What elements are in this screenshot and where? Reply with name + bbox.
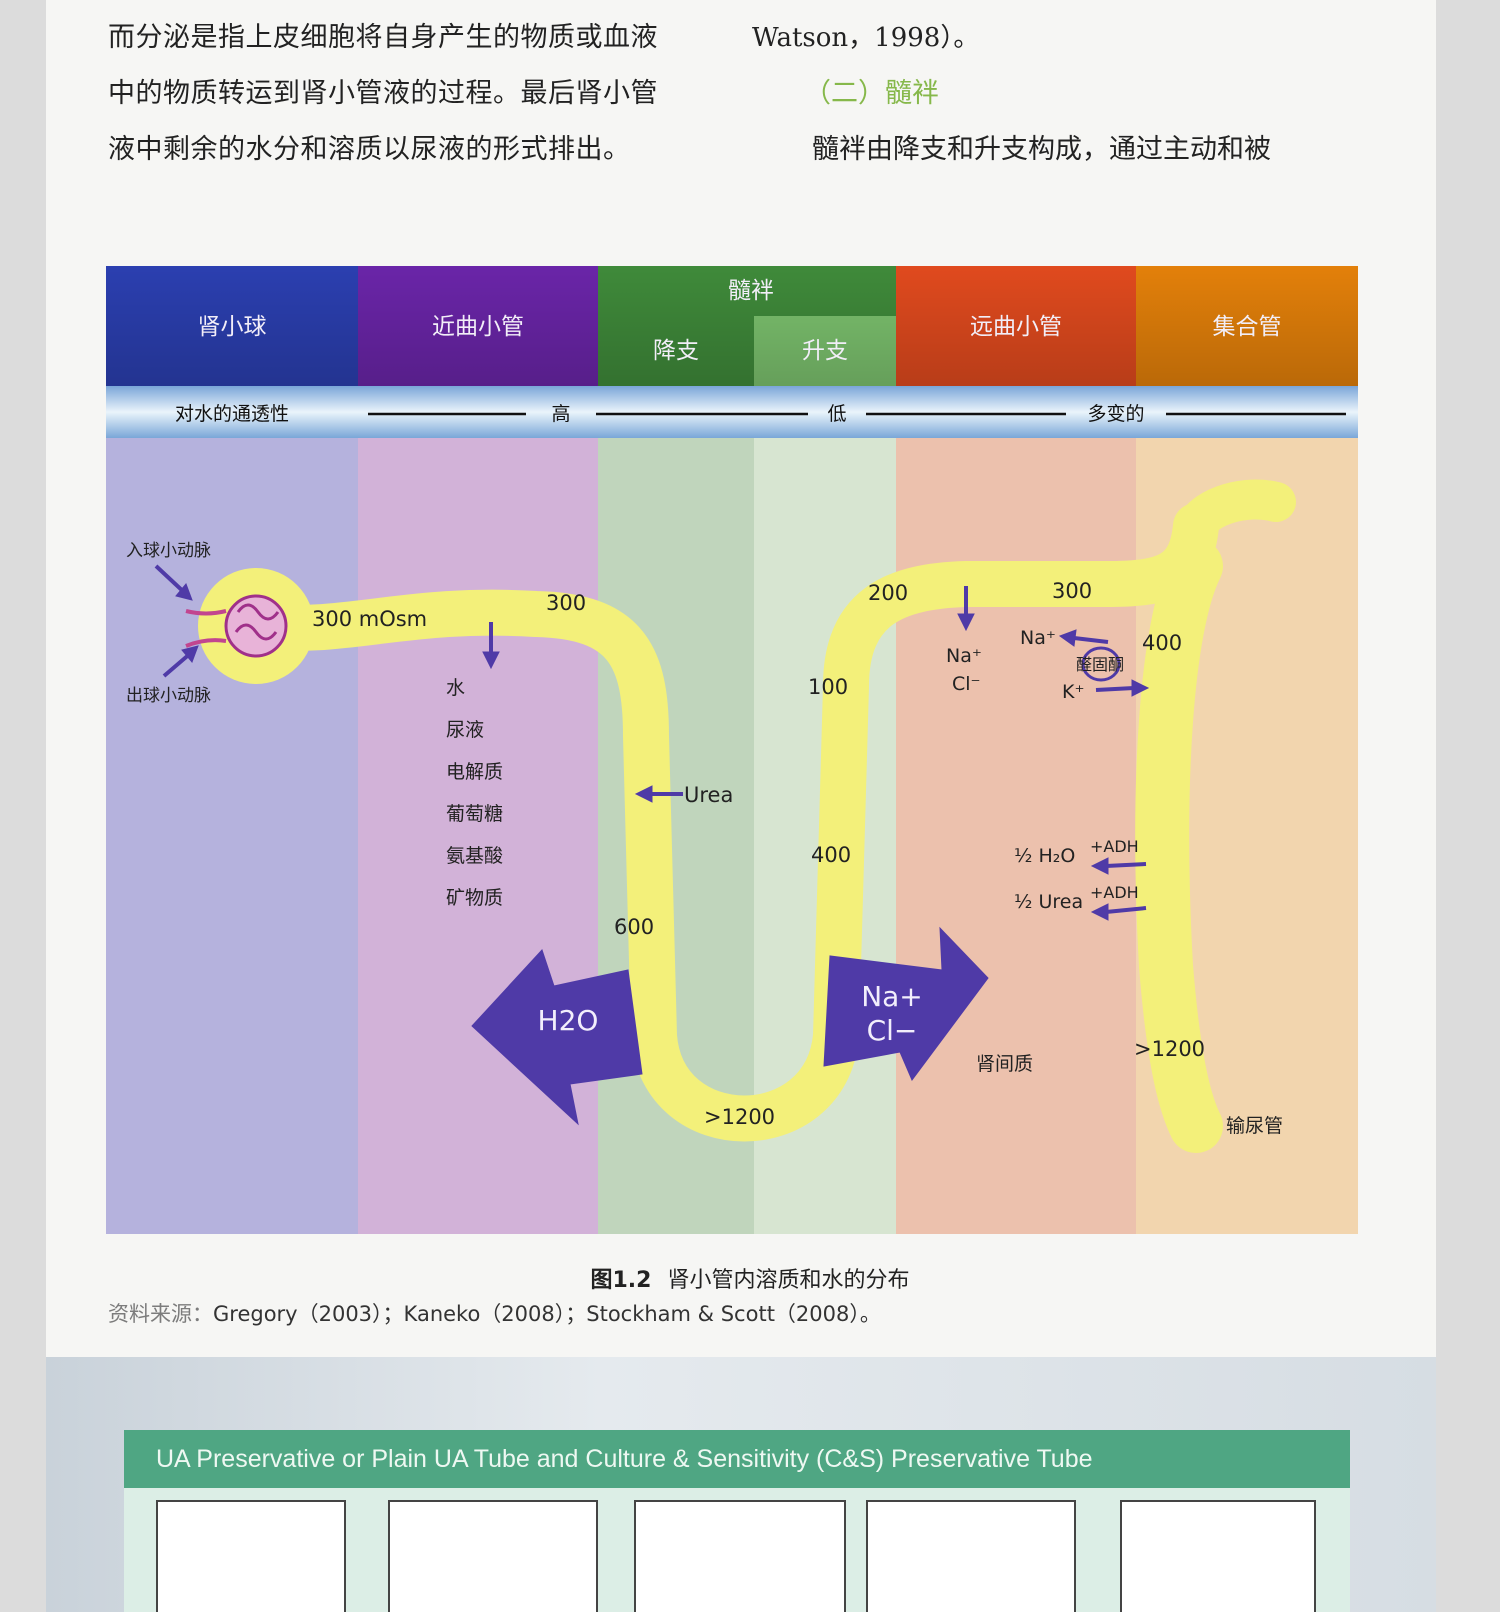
osm-300-pct: 300 (546, 591, 586, 615)
segment-label-ascending: 升支 (802, 338, 848, 364)
reabsorbed-item: 尿液 (446, 719, 484, 741)
arteriole-vessels (185, 609, 227, 648)
efferent-arrowhead (181, 645, 199, 663)
urea-adh-arrowhead (1090, 903, 1109, 921)
zone-dct (896, 438, 1136, 1234)
label-dct-na: Na⁺ (946, 645, 982, 667)
label-cd-k: K⁺ (1062, 681, 1085, 703)
dct-arrowhead (957, 613, 975, 632)
figure-source: 资料来源：Gregory（2003）；Kaneko（2008）；Stockham… (108, 1298, 881, 1328)
section-heading: （二）髓袢 (804, 78, 939, 109)
intro-paragraph-left: 而分泌是指上皮细胞将自身产生的物质或血液 中的物质转运到肾小管液的过程。最后肾小… (108, 10, 708, 178)
source-text: Gregory（2003）；Kaneko（2008）；Stockham & Sc… (213, 1302, 881, 1326)
segment-label-collecting: 集合管 (1213, 314, 1282, 340)
citation-line: Watson，1998）。 (752, 23, 980, 53)
label-half-urea: ½ Urea (1014, 891, 1083, 913)
segment-label-descending: 降支 (653, 338, 699, 364)
figure-caption: 图1.2 肾小管内溶质和水的分布 (0, 1262, 1500, 1294)
segment-label-loop: 髓袢 (728, 278, 774, 304)
urea-adh-arrow (1105, 906, 1147, 914)
header-shade (106, 266, 1358, 386)
label-afferent: 入球小动脉 (126, 541, 211, 561)
label-half-h2o: ½ H₂O (1014, 845, 1075, 867)
segment-label-pct: 近曲小管 (432, 314, 524, 340)
zone-pct (358, 438, 598, 1234)
tubule-body (233, 503, 1219, 1142)
osm-100: 100 (808, 675, 848, 699)
osm-300-dct: 300 (1052, 579, 1092, 603)
ua-title-bar: UA Preservative or Plain UA Tube and Cul… (124, 1430, 1350, 1488)
reabsorbed-item: 电解质 (446, 761, 503, 783)
ua-step-panel (156, 1500, 346, 1612)
ua-step-panel (388, 1500, 598, 1612)
label-ureter: 输尿管 (1226, 1115, 1283, 1137)
collecting-duct (1135, 539, 1223, 1153)
intro-line: 而分泌是指上皮细胞将自身产生的物质或血液 (108, 22, 658, 53)
k-secrete-arrowhead (1131, 679, 1150, 697)
reabsorbed-item: 水 (446, 677, 465, 699)
osm-400-cd: 400 (1142, 631, 1182, 655)
intro-line: 液中剩余的水分和溶质以尿液的形式排出。 (108, 134, 631, 165)
label-cd-na: Na⁺ (1020, 627, 1056, 649)
nephron-tubule (233, 479, 1296, 1153)
ua-step-panel (866, 1500, 1076, 1612)
zone-glomerulus (106, 438, 358, 1234)
na-reabsorb-arrowhead (1058, 629, 1077, 647)
osm-300-start: 300 mOsm (312, 607, 427, 631)
ua-step-panel (1120, 1500, 1316, 1612)
h2o-adh-arrowhead (1090, 857, 1109, 875)
ua-step-panel (634, 1500, 846, 1612)
label-h2o-out: H2O (538, 1004, 599, 1037)
label-urea: Urea (684, 783, 733, 807)
permeability-title: 对水的通透性 (175, 403, 289, 425)
reabsorbed-item: 矿物质 (446, 887, 503, 909)
h2o-adh-arrow (1105, 862, 1147, 868)
water-out-big-arrow (471, 949, 643, 1126)
segment-label-dct: 远曲小管 (970, 314, 1062, 340)
intro-paragraph-right: Watson，1998）。 （二）髓袢 髓袢由降支和升支构成，通过主动和被 (752, 10, 1392, 178)
permeability-high: 高 (551, 403, 570, 425)
na-out-big-arrow (823, 926, 989, 1081)
label-dct-cl: Cl⁻ (952, 673, 981, 695)
osm-1200-cd: >1200 (1134, 1037, 1205, 1061)
glomerulus-tuft (224, 594, 288, 658)
reabsorbed-item: 葡萄糖 (446, 803, 503, 825)
tubule-top-branch (1176, 479, 1296, 546)
label-adh: +ADH (1090, 837, 1139, 856)
label-na-out: Na+ (861, 980, 923, 1013)
figure-number: 图1.2 (590, 1268, 652, 1293)
aldosterone-exchange-circle (1081, 646, 1121, 682)
label-adh: +ADH (1090, 883, 1139, 902)
osm-400-ascending: 400 (811, 843, 851, 867)
na-reabsorb-arrow (1073, 636, 1109, 644)
nephron-diagram: 肾小球 近曲小管 髓袢 降支 升支 远曲小管 集合管 对水的通透性 高 低 多变… (106, 266, 1358, 1234)
label-interstitium: 肾间质 (976, 1053, 1033, 1075)
label-cl-out: Cl− (867, 1014, 918, 1047)
osm-1200-bottom: >1200 (704, 1105, 775, 1129)
urea-arrowhead (634, 785, 653, 803)
segment-label-glomerulus: 肾小球 (198, 314, 267, 340)
k-secrete-arrow (1095, 686, 1135, 692)
osm-600: 600 (614, 915, 654, 939)
permeability-low: 低 (827, 403, 846, 425)
pct-reabsorption-arrowhead (482, 651, 500, 670)
section-first-line: 髓袢由降支和升支构成，通过主动和被 (812, 134, 1271, 165)
permeability-band (106, 386, 1358, 438)
permeability-variable: 多变的 (1087, 403, 1144, 425)
reabsorbed-item: 氨基酸 (446, 845, 503, 867)
source-label: 资料来源： (108, 1302, 213, 1326)
figure-title: 肾小管内溶质和水的分布 (667, 1268, 910, 1293)
intro-line: 中的物质转运到肾小管液的过程。最后肾小管 (108, 78, 658, 109)
label-efferent: 出球小动脉 (126, 686, 211, 706)
capillary-loops (234, 603, 280, 641)
afferent-arrowhead (175, 583, 193, 601)
label-aldosterone: 醛固酮 (1076, 655, 1124, 674)
osm-200: 200 (868, 581, 908, 605)
